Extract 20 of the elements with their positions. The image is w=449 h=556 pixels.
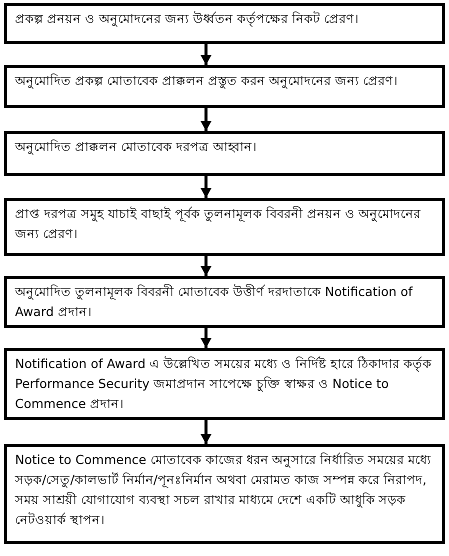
- arrow: [200, 420, 212, 444]
- process-box: [4, 65, 445, 108]
- arrow: [200, 108, 212, 131]
- process-box: [4, 198, 445, 256]
- process-box: [4, 3, 445, 44]
- step-text: অনুমোদিত প্রকল্প মোতাবেক প্রাক্কলন প্রস্তুত করন অনুমোদনের জন্য প্রেরণ।: [15, 72, 399, 91]
- arrow: [200, 256, 212, 276]
- step-text: Notification of Award এ উল্লেখিত সময়ের মধ্যে ও নির্দিষ্ট হারে ঠিকাদার কর্তৃক Performance Security জমাপ্রদান সাপেক্ষে চুক্তি স্বাক্ষর ও Notice to Commence প্রদান।: [15, 355, 432, 413]
- process-box: [4, 348, 445, 420]
- step-text: অনুমোদিত প্রাক্কলন মোতাবেক দরপত্র আহ্বান।: [15, 138, 258, 157]
- step-text: অনুমোদিত তুলনামূলক বিবরনী মোতাবেক উত্তীর্ণ দরদাতাকে Notification of Award প্রদান।: [15, 283, 414, 321]
- process-box: [4, 444, 445, 544]
- arrow: [200, 328, 212, 348]
- step-text: Notice to Commence মোতাবেক কাজের ধরন অনুসারে নির্ধারিত সময়ের মধ্যে সড়ক/সেতু/কালভার্ট নির্মান/পূনঃনির্মান অথবা মেরামত কাজ সম্পন্ন করে নিরাপদ, সময় সাশ্রয়ী যোগাযোগ ব্যবস্থা সচল রাখার মাধ্যমে দেশে একটি আধুকি সড়ক নেটওয়ার্ক স্থাপন।: [15, 451, 432, 529]
- arrow: [200, 176, 212, 198]
- process-box: [4, 276, 445, 328]
- step-text: প্রাপ্ত দরপত্র সমুহ যাচাই বাছাই পূর্বক তুলনামূলক বিবরনী প্রনয়ন ও অনুমোদনের জন্য প্রেরণ।: [15, 205, 422, 243]
- arrow: [200, 44, 212, 65]
- step-text: প্রকল্প প্রনয়ন ও অনুমোদনের জন্য উর্ধ্বতন কর্তৃপক্ষের নিকট প্রেরণ।: [15, 10, 360, 29]
- process-box: [4, 131, 445, 176]
